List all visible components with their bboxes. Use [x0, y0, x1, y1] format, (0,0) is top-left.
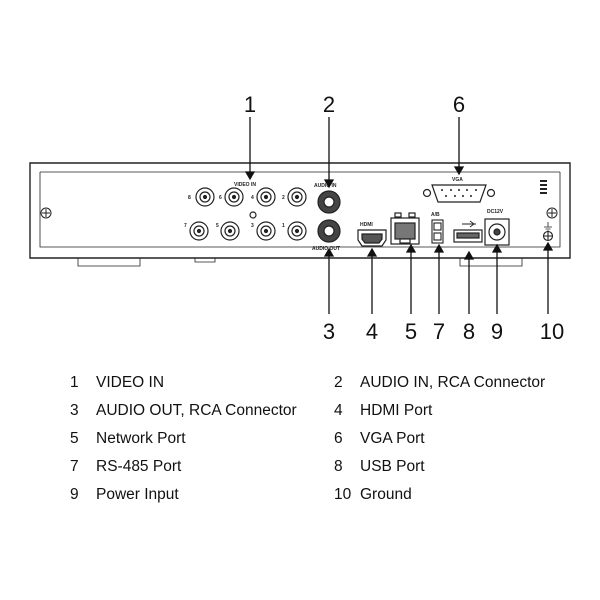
legend-label: VIDEO IN: [96, 374, 165, 391]
legend-number: 3: [70, 402, 79, 419]
callout-number: 7: [433, 319, 445, 344]
channel-number: 7: [184, 223, 187, 229]
legend-label: VGA Port: [360, 430, 425, 447]
legend-number: 2: [334, 374, 343, 391]
legend-item: 7 RS-485 Port: [70, 458, 181, 476]
ground-symbol-icon: [544, 222, 552, 232]
power-panel-label: DC12V: [487, 209, 504, 215]
legend-item: 4 HDMI Port: [334, 402, 432, 420]
legend-item: 9 Power Input: [70, 486, 179, 504]
bnc-connector: [287, 187, 307, 207]
bnc-connector: [189, 221, 209, 241]
callout-number: 2: [323, 92, 335, 117]
channel-number: 6: [219, 195, 222, 201]
bnc-connector: [287, 221, 307, 241]
channel-number: 1: [282, 223, 285, 229]
bnc-connector: [220, 221, 240, 241]
hdmi-port: [357, 229, 387, 247]
callout-number: 5: [405, 319, 417, 344]
legend-number: 9: [70, 486, 79, 503]
legend-item: 5 Network Port: [70, 430, 186, 448]
legend-number: 6: [334, 430, 343, 447]
rs485-panel-label: A/B: [431, 212, 440, 218]
ground-terminal: [542, 230, 554, 242]
vent-slots: [540, 180, 547, 194]
bnc-connector: [195, 187, 215, 207]
audio-out-panel-label: AUDIO OUT: [312, 246, 340, 252]
video-in-connectors: [189, 187, 307, 241]
hdmi-panel-label: HDMI: [360, 222, 373, 228]
video-in-panel-label: VIDEO IN: [234, 182, 256, 188]
legend-label: HDMI Port: [360, 402, 433, 419]
legend-label: Network Port: [96, 430, 186, 447]
legend-label: RS-485 Port: [96, 458, 182, 475]
callout-number: 10: [540, 319, 564, 344]
vga-panel-label: VGA: [452, 177, 463, 183]
legend-number: 8: [334, 458, 343, 475]
callout-number: 3: [323, 319, 335, 344]
channel-number: 4: [251, 195, 254, 201]
callout-number: 8: [463, 319, 475, 344]
ground-mark-icon: [249, 211, 257, 219]
network-port: [390, 212, 420, 245]
usb-port: [453, 229, 483, 243]
audio-in-panel-label: AUDIO IN: [314, 183, 337, 189]
legend-label: USB Port: [360, 458, 425, 475]
rs485-port: [431, 219, 444, 244]
vga-port: [422, 184, 496, 203]
legend-item: 1 VIDEO IN: [70, 374, 164, 392]
callout-number: 4: [366, 319, 378, 344]
legend-label: Power Input: [96, 486, 179, 503]
callout-number: 9: [491, 319, 503, 344]
audio-connectors: [317, 190, 341, 243]
legend-item: 3 AUDIO OUT, RCA Connector: [70, 402, 297, 420]
channel-number: 2: [282, 195, 285, 201]
bnc-connector: [256, 221, 276, 241]
legend-label: Ground: [360, 486, 412, 503]
channel-numbers: 8 6 4 2 7 5 3 1: [184, 195, 285, 229]
legend-label: AUDIO OUT, RCA Connector: [96, 402, 297, 419]
legend-number: 10: [334, 486, 352, 503]
bnc-connector: [256, 187, 276, 207]
channel-number: 3: [251, 223, 254, 229]
screw-icon: [40, 207, 558, 219]
legend-number: 5: [70, 430, 79, 447]
usb-icon: [462, 220, 476, 228]
bnc-connector: [224, 187, 244, 207]
legend-item: 2 AUDIO IN, RCA Connector: [334, 374, 545, 392]
callout-leader-lines: [244, 117, 554, 314]
legend-item: 10 Ground: [334, 486, 412, 504]
legend-number: 4: [334, 402, 343, 419]
legend-item: 8 USB Port: [334, 458, 425, 476]
channel-number: 8: [188, 195, 191, 201]
legend-label: AUDIO IN, RCA Connector: [360, 374, 546, 391]
callout-number: 1: [244, 92, 256, 117]
callout-number: 6: [453, 92, 465, 117]
power-input-port: [484, 218, 510, 246]
legend-item: 6 VGA Port: [334, 430, 425, 448]
legend-number: 7: [70, 458, 79, 475]
rear-panel-diagram: VIDEO IN 8 6 4 2 7 5 3 1 AUDIO IN AUDIO …: [29, 92, 571, 344]
channel-number: 5: [216, 223, 219, 229]
legend-number: 1: [70, 374, 79, 391]
